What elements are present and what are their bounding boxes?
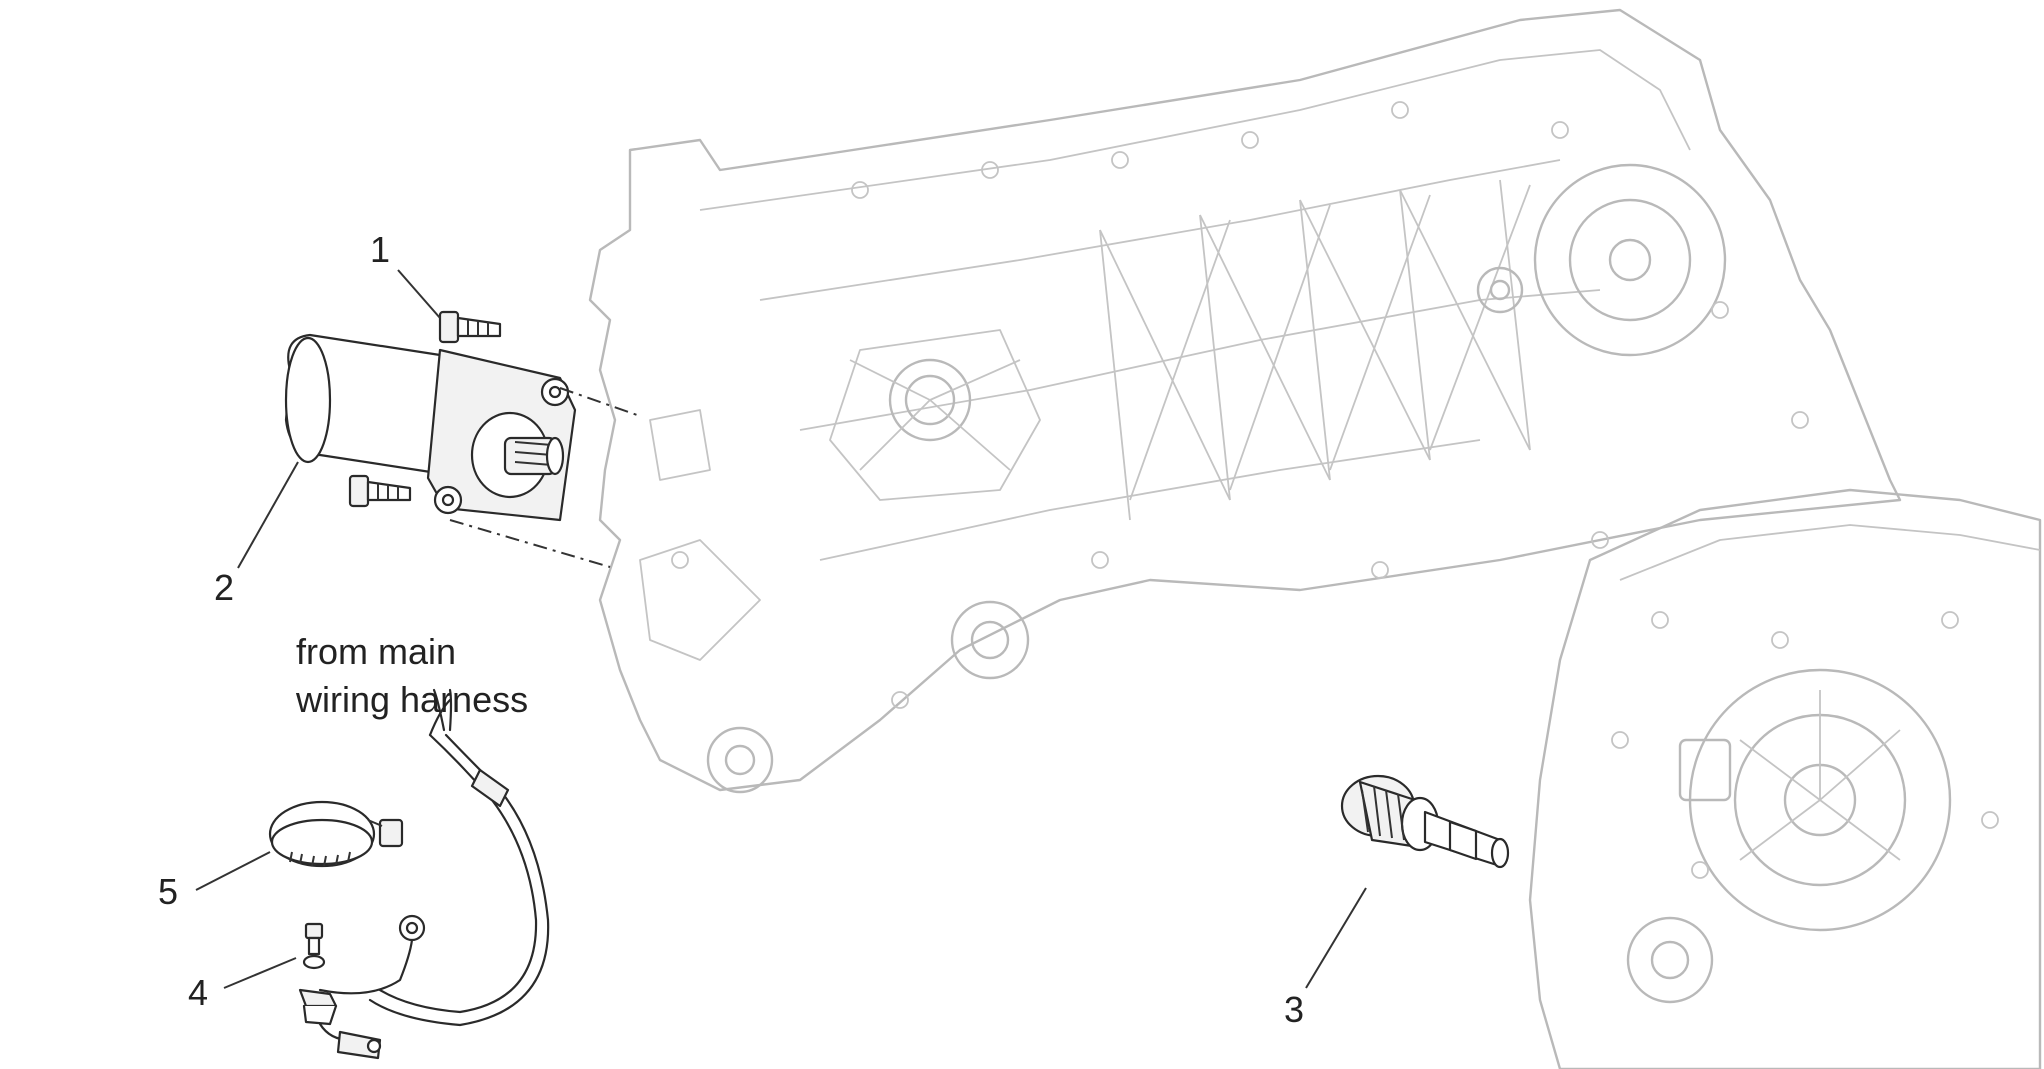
leader-3 (1305, 887, 1367, 989)
callout-2: 2 (214, 567, 234, 608)
callout-4: 4 (188, 972, 208, 1013)
callout-5: 5 (158, 871, 178, 912)
callout-3: 3 (1284, 989, 1304, 1030)
hose-clamp (268, 800, 404, 868)
leader-1 (397, 269, 441, 319)
starter-motor (284, 333, 577, 522)
starter-drive-bendix (1340, 774, 1510, 869)
leader-5 (195, 851, 271, 891)
crankcase-ghost (588, 8, 1902, 794)
note-line-2: wiring harness (295, 679, 528, 720)
starter-screw-lower (348, 474, 412, 508)
note-line-1: from main (296, 631, 456, 672)
transmission-cover-ghost (1528, 488, 2042, 1069)
starter-cable (298, 688, 550, 1060)
callout-1: 1 (370, 229, 390, 270)
ground-screw (302, 922, 326, 970)
leader-2 (237, 461, 299, 569)
assembly-line-lower (449, 519, 611, 568)
assembly-line-upper (559, 387, 641, 417)
leader-4 (223, 957, 297, 989)
starter-screw-upper (438, 310, 502, 344)
